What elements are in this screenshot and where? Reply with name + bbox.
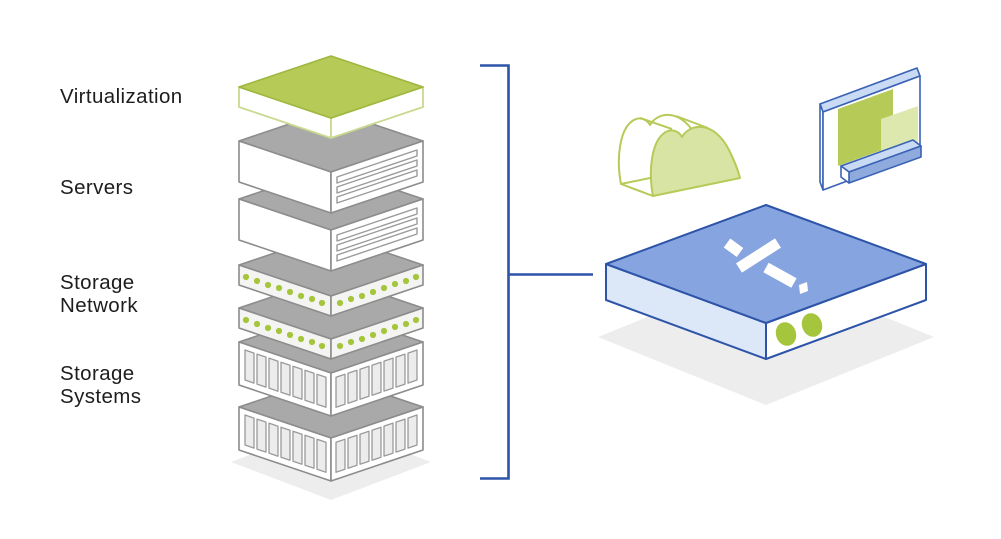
label-storage-network: Storage Network (60, 271, 138, 317)
cloud-icon (617, 113, 741, 197)
cloud-extrusion-edge (620, 183, 654, 197)
virtualization-top-face (238, 55, 424, 119)
bracket (480, 64, 593, 480)
cloud-front-face (649, 125, 741, 197)
appliance-led (801, 313, 823, 337)
nutanix-x-logo: X. (723, 238, 808, 294)
appliance-box: X. (598, 204, 934, 405)
monitor-icon (819, 67, 922, 191)
label-virtualization: Virtualization (60, 85, 183, 108)
appliance-led (775, 322, 797, 346)
bracket-outline (480, 64, 510, 480)
label-servers: Servers (60, 176, 134, 199)
monitor-stand-cap (840, 165, 850, 184)
cloud-extrusion-edge (639, 117, 673, 130)
label-storage-systems: Storage Systems (60, 362, 142, 408)
appliance-top-face (605, 204, 927, 324)
cloud-extrusion-edge (675, 115, 709, 129)
virtualization-layer (238, 55, 424, 139)
infrastructure-stack (231, 55, 431, 500)
monitor-screen-window (838, 89, 893, 166)
